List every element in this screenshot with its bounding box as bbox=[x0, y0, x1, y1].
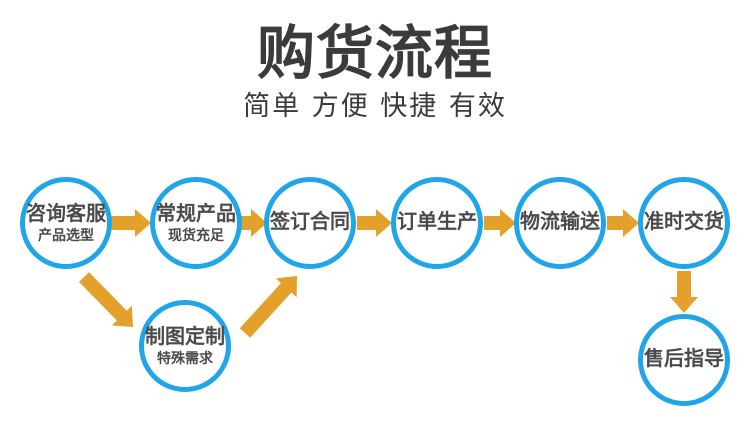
page-subtitle: 简单 方便 快捷 有效 bbox=[243, 90, 507, 122]
arrow-contract-to-production bbox=[357, 209, 392, 237]
step-label: 订单生产 bbox=[397, 209, 477, 233]
arrow-delivery-to-aftersales bbox=[670, 271, 698, 313]
flow-step-regular-product: 常规产品 现货充足 bbox=[150, 177, 242, 269]
arrow-regular-to-contract bbox=[240, 209, 267, 237]
page-title: 购货流程 bbox=[256, 19, 493, 87]
step-sublabel: 特殊需求 bbox=[157, 350, 213, 367]
step-sublabel: 现货充足 bbox=[168, 227, 224, 244]
flow-header: 购货流程 简单 方便 快捷 有效 bbox=[0, 0, 750, 121]
flow-step-logistics-transport: 物流输送 bbox=[514, 177, 606, 269]
step-label: 售后指导 bbox=[644, 346, 724, 370]
flow-step-order-production: 订单生产 bbox=[391, 177, 483, 269]
step-label: 签订合同 bbox=[270, 209, 350, 233]
step-label: 物流输送 bbox=[520, 209, 600, 233]
flow-step-sign-contract: 签订合同 bbox=[264, 177, 356, 269]
flow-step-consult-service: 咨询客服 产品选型 bbox=[20, 177, 112, 269]
flow-step-aftersales-guidance: 售后指导 bbox=[638, 314, 730, 406]
flow-step-custom-drawing: 制图定制 特殊需求 bbox=[139, 300, 231, 392]
arrow-consult-to-custom bbox=[79, 272, 133, 327]
step-label: 制图定制 bbox=[145, 323, 225, 348]
step-sublabel: 产品选型 bbox=[38, 227, 94, 244]
step-label: 咨询客服 bbox=[26, 200, 106, 225]
arrow-production-to-logistics bbox=[484, 209, 516, 237]
arrow-consult-to-regular bbox=[111, 209, 151, 237]
flow-step-ontime-delivery: 准时交货 bbox=[638, 177, 730, 269]
arrow-custom-to-contract bbox=[239, 276, 297, 338]
step-label: 常规产品 bbox=[156, 200, 236, 225]
arrow-logistics-to-delivery bbox=[607, 209, 639, 237]
step-label: 准时交货 bbox=[644, 209, 724, 233]
